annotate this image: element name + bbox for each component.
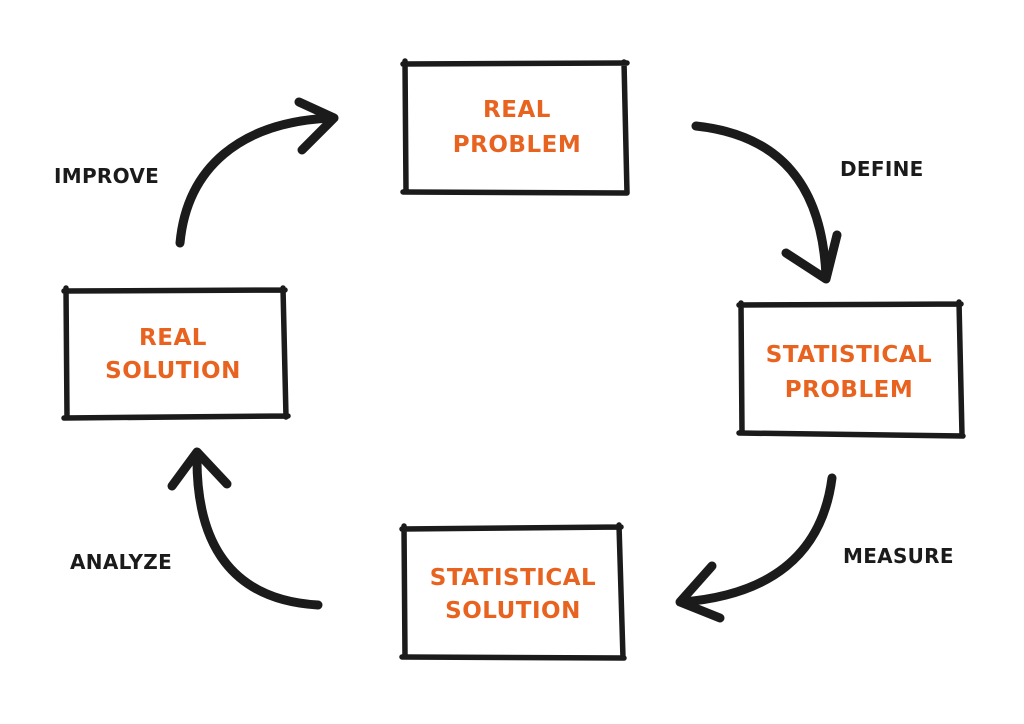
node-label-line1: REAL bbox=[483, 97, 551, 123]
edge-label-analyze: ANALYZE bbox=[70, 550, 172, 574]
node-frame bbox=[61, 285, 291, 421]
edge-label-improve: IMPROVE bbox=[54, 164, 159, 188]
arrow-improve bbox=[175, 97, 339, 248]
arrow-analyze bbox=[167, 447, 323, 610]
node-frame bbox=[400, 58, 630, 196]
node-label-line2: SOLUTION bbox=[105, 358, 241, 384]
arrow-define bbox=[691, 121, 842, 284]
node-statistical-problem: STATISTICAL PROBLEM bbox=[736, 299, 966, 439]
node-real-problem: REAL PROBLEM bbox=[400, 58, 630, 196]
arrow-measure bbox=[675, 473, 837, 623]
node-frame bbox=[399, 522, 627, 661]
edge-label-define: DEFINE bbox=[840, 157, 924, 181]
node-label-line2: PROBLEM bbox=[785, 377, 913, 403]
node-label-line2: SOLUTION bbox=[445, 598, 581, 624]
node-real-solution: REAL SOLUTION bbox=[61, 285, 291, 421]
edge-label-measure: MEASURE bbox=[843, 544, 954, 568]
node-frame bbox=[736, 299, 966, 439]
node-label-line2: PROBLEM bbox=[453, 132, 581, 158]
node-statistical-solution: STATISTICAL SOLUTION bbox=[399, 522, 627, 661]
node-label-line1: REAL bbox=[139, 325, 207, 351]
node-label-line1: STATISTICAL bbox=[766, 342, 932, 368]
node-label-line1: STATISTICAL bbox=[430, 565, 596, 591]
